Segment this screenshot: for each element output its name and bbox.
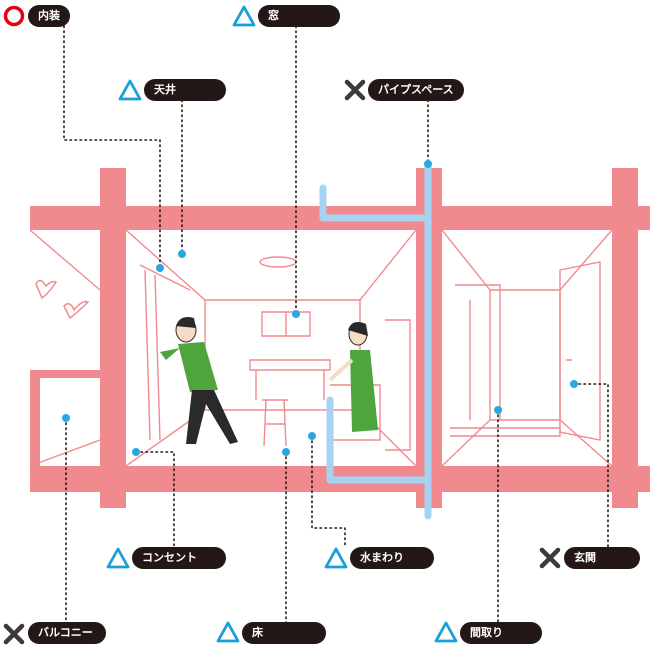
wall-balcony-parapet [30, 370, 40, 468]
label-text: 玄関 [564, 547, 640, 569]
woman-hair [348, 322, 368, 336]
leader-mizu [311, 435, 346, 549]
dot-pipe [424, 160, 432, 168]
leader-naiso [63, 25, 161, 269]
leader-lines [63, 25, 609, 625]
cross-icon [344, 79, 366, 101]
leader-consent [135, 451, 175, 549]
wall-right-column [612, 168, 638, 508]
dot-tenjo [178, 250, 186, 258]
dot-mizu [308, 432, 316, 440]
label-text: 水まわり [350, 547, 434, 569]
man-hair [176, 317, 196, 328]
dot-naiso [156, 264, 164, 272]
wall-balcony-rail [30, 370, 102, 378]
pipe-space [319, 162, 432, 520]
circle-icon [3, 5, 25, 27]
right-pillar [385, 319, 411, 451]
cross-icon [539, 547, 561, 569]
woman-figure [328, 322, 378, 432]
label-text: 天井 [144, 79, 226, 101]
triangle-icon [106, 547, 130, 569]
label-text: コンセント [132, 547, 226, 569]
label-text: 窓 [258, 5, 340, 27]
ceiling-light [259, 256, 297, 268]
label-text: 内装 [28, 5, 70, 27]
triangle-icon [232, 5, 256, 27]
drain-pipe [326, 396, 432, 484]
entrance-ceiling-edges [441, 229, 613, 291]
wall-left-column [100, 168, 126, 508]
entrance-step [450, 427, 561, 437]
hall-door [455, 284, 501, 420]
label-text: 間取り [460, 622, 542, 644]
dot-genkan [570, 380, 578, 388]
left-curtain [139, 264, 191, 441]
man-arm [160, 348, 180, 360]
stool [262, 399, 288, 447]
dot-mado [292, 310, 300, 318]
triangle-icon [434, 621, 458, 643]
balcony-edges [29, 229, 101, 467]
supply-pipe [319, 184, 432, 222]
entrance-door [559, 261, 601, 441]
man-legs [186, 390, 238, 444]
woman-dress [350, 350, 378, 432]
label-text: バルコニー [28, 622, 106, 644]
dot-balcony [62, 414, 70, 422]
woman-arm [328, 358, 354, 382]
leader-genkan [573, 383, 609, 549]
birds [35, 279, 90, 320]
label-text: 床 [242, 622, 326, 644]
label-text: パイプスペース [368, 79, 464, 101]
dot-madori [494, 406, 502, 414]
dot-consent [132, 448, 140, 456]
dining-table [249, 359, 331, 400]
living-room-back-wall [204, 299, 361, 411]
man-figure [160, 317, 238, 444]
living-room-window [261, 311, 311, 337]
dot-yuka [282, 448, 290, 456]
living-room-ceiling-edges [125, 229, 417, 301]
leader-dots [62, 160, 578, 456]
bird-icon [35, 279, 58, 300]
bird-icon [63, 300, 90, 320]
man-torso [178, 342, 218, 392]
triangle-icon [324, 547, 348, 569]
cross-icon [3, 623, 25, 645]
entrance-floor-edges [441, 419, 613, 467]
triangle-icon [118, 79, 142, 101]
triangle-icon [216, 621, 240, 643]
